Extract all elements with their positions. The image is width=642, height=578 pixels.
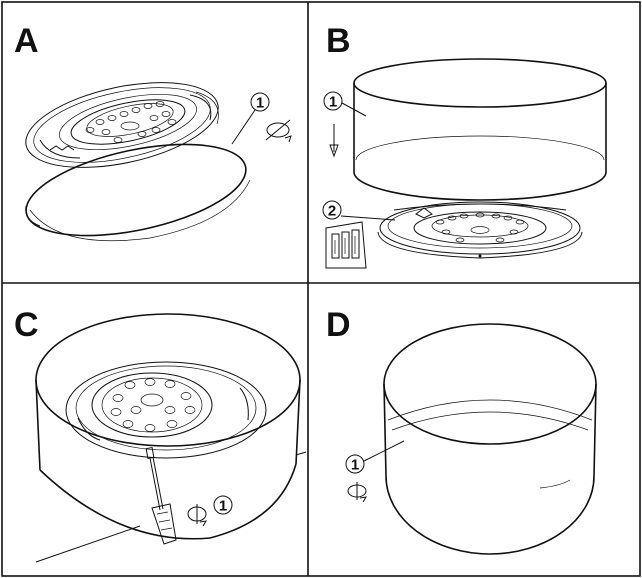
panel-d-callout-1: 1 — [345, 440, 405, 474]
panel-b-connector-inset — [325, 207, 433, 269]
panel-a-rotate-icon — [265, 119, 292, 143]
panel-a: A — [14, 22, 292, 242]
panel-a-base-plate — [25, 82, 219, 168]
panel-c-screwdriver — [145, 446, 177, 545]
panel-b-letter: B — [326, 22, 351, 60]
panel-a-diffuser — [25, 143, 251, 242]
panel-b-callout-1: 1 — [323, 91, 367, 117]
panel-d-letter: D — [326, 306, 351, 344]
svg-text:1: 1 — [256, 95, 264, 112]
panel-c-inner-base — [65, 361, 267, 459]
panel-b-base-plate — [377, 201, 583, 259]
panel-b-down-arrow — [329, 124, 339, 158]
panel-d: D 1 — [326, 306, 597, 555]
svg-text:1: 1 — [219, 498, 227, 515]
panel-c-letter: C — [14, 306, 39, 344]
svg-text:1: 1 — [351, 457, 359, 474]
panel-c-led-holes — [110, 378, 196, 432]
panel-c: C — [14, 306, 307, 563]
panel-b: B — [322, 22, 607, 269]
panel-b-led-holes — [435, 212, 525, 243]
panel-a-led-holes — [85, 101, 177, 143]
panel-c-callout-1: 1 — [213, 495, 233, 515]
panel-b-callout-2: 2 — [322, 200, 396, 221]
panel-c-drum-shade — [35, 313, 307, 563]
panel-d-rotate-icon — [347, 482, 367, 503]
panel-c-rotate-icon — [187, 504, 207, 527]
panel-a-letter: A — [14, 22, 39, 60]
panel-a-callout-1: 1 — [231, 92, 270, 145]
svg-text:1: 1 — [329, 94, 337, 111]
svg-text:2: 2 — [328, 203, 336, 220]
panel-b-drum-shade — [353, 58, 607, 201]
panel-a-wires — [49, 145, 75, 151]
panel-d-drum-shade — [383, 323, 597, 555]
